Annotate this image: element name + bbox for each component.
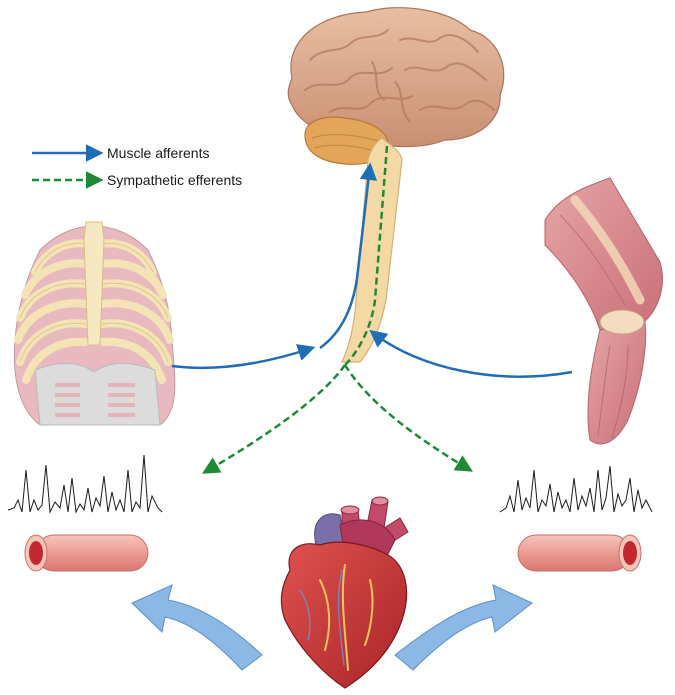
afferent-pathways xyxy=(171,162,573,378)
efferent-pathways xyxy=(201,145,474,474)
efferent-to-right xyxy=(343,364,474,472)
blood-vessel-icon xyxy=(517,534,642,572)
afferent-from-ribcage xyxy=(171,344,316,369)
efferent-descending xyxy=(344,145,389,366)
nerve-activity-trace-icon xyxy=(499,465,653,513)
blood-flow-arrow-left xyxy=(131,584,263,671)
spinal-cord xyxy=(341,137,403,363)
heart-icon xyxy=(280,496,409,689)
ribcage-icon xyxy=(13,221,176,426)
blood-vessel-icon xyxy=(24,534,149,572)
brain-icon xyxy=(287,7,505,165)
arm-icon xyxy=(544,177,663,445)
blood-flow-arrow-right xyxy=(394,584,533,671)
legend-afferent-label: Muscle afferents xyxy=(107,145,209,161)
afferent-ascending xyxy=(319,162,378,350)
legend: Muscle afferents Sympathetic efferents xyxy=(32,144,242,189)
afferent-from-arm xyxy=(369,329,573,378)
legend-efferent-label: Sympathetic efferents xyxy=(107,172,242,188)
nerve-activity-trace-icon xyxy=(7,454,163,514)
efferent-to-left xyxy=(201,364,347,474)
